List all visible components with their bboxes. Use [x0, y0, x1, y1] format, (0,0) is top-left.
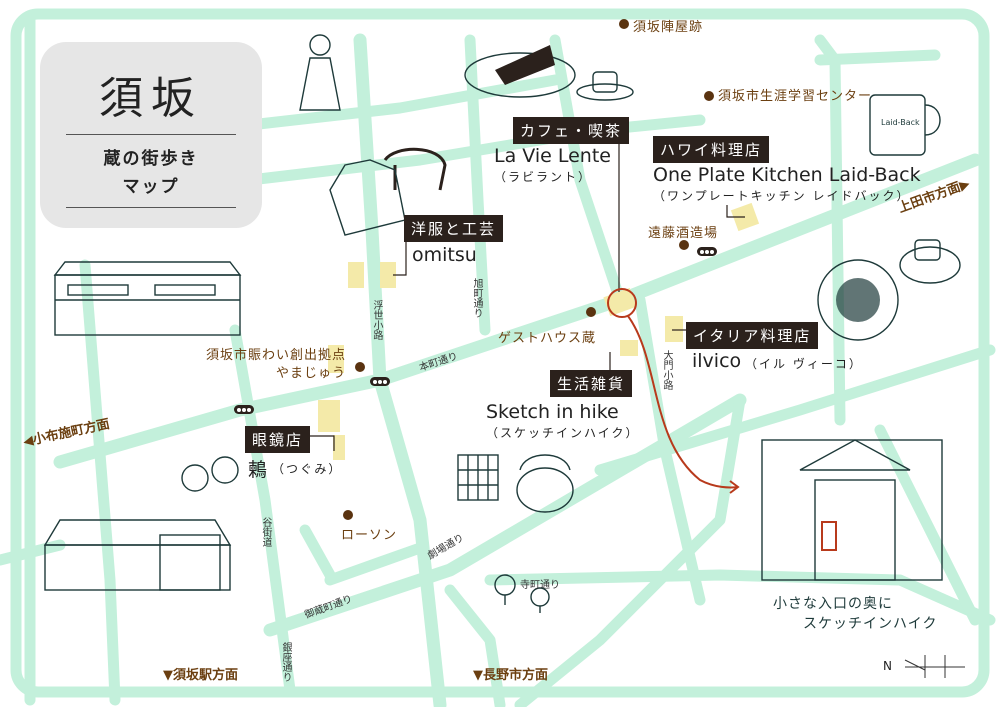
- shop-kana: （ワンプレートキッチン レイドバック）: [653, 189, 911, 203]
- subtitle-line-2: マップ: [122, 177, 180, 197]
- direction-suzaka-station: ▼須坂駅方面: [163, 668, 238, 683]
- shop-kana: （イル ヴィーコ）: [745, 357, 863, 371]
- shop-kana: （つぐみ）: [272, 462, 343, 476]
- compass-north-label: N: [883, 659, 892, 673]
- road-teramachi: [484, 569, 996, 626]
- road-north-centre: [549, 34, 626, 306]
- divider: [66, 134, 236, 135]
- cup-saucer-icon: [899, 246, 961, 284]
- coffee-cup-icon: [576, 83, 634, 101]
- kura-roof-2-icon: [43, 519, 232, 546]
- buildings: [318, 202, 760, 460]
- road-tani: [229, 324, 296, 696]
- kura-building-icon: [54, 274, 241, 336]
- direction-nagano: ▼長野市方面: [473, 668, 548, 683]
- compass-icon: [904, 655, 965, 678]
- caption-line-1: 小さな入口の奥に: [773, 596, 893, 612]
- road-left-vertical: [79, 259, 121, 706]
- teapot-icon: [516, 467, 574, 513]
- map-subtitle: 蔵の街歩き マップ: [40, 145, 262, 201]
- shop-category-cafe: カフェ・喫茶: [513, 117, 630, 144]
- place-endo-sake: 遠藤酒造場: [648, 226, 719, 241]
- mug-text: Laid-Back: [881, 118, 920, 127]
- street-asahi: 旭町通り: [471, 278, 482, 318]
- place-yamajuu-line-2: やまじゅう: [276, 366, 347, 381]
- street-ukiyo: 浮世小路: [371, 300, 382, 340]
- route-to-sketch-in-hike: [607, 288, 740, 494]
- place-yamajuu: 須坂市賑わい創出拠点 やまじゅう: [206, 347, 346, 383]
- place-guesthouse: ゲストハウス蔵: [498, 331, 597, 346]
- place-yamajuu-line-1: 須坂市賑わい創出拠点: [206, 348, 347, 363]
- bus-stop-icon: [697, 247, 717, 256]
- divider: [66, 207, 236, 208]
- shop-category-italian: イタリア料理店: [686, 322, 819, 349]
- road-lawson: [299, 524, 336, 581]
- road-se: [874, 424, 981, 626]
- road-sw: [0, 539, 66, 566]
- glasses-icon: [181, 464, 209, 492]
- shop-category-goods: 生活雑貨: [550, 370, 633, 397]
- girl-icon: [309, 34, 331, 56]
- shop-name-la-vie-lente[interactable]: La Vie Lente: [494, 145, 611, 167]
- map-title-card: 須坂 蔵の街歩き マップ: [40, 42, 262, 228]
- road-gekijo: [263, 393, 747, 637]
- place-marker: [343, 510, 353, 520]
- shop-category-hawaiian: ハワイ料理店: [653, 136, 770, 163]
- street-ginza: 銀座通り: [280, 642, 291, 682]
- street-tani: 谷街道: [260, 517, 271, 547]
- shop-name-laid-back[interactable]: One Plate Kitchen Laid-Back: [653, 164, 921, 186]
- street-daimon: 大門小路: [661, 350, 672, 390]
- place-marker: [679, 240, 689, 250]
- pasta-plate-icon: [817, 259, 899, 341]
- mug-icon: [869, 94, 926, 156]
- place-learning-center: 須坂市生涯学習センター: [718, 89, 873, 104]
- road-upper: [244, 74, 561, 131]
- place-marker: [619, 19, 629, 29]
- road-asahi: [464, 34, 491, 336]
- road-ne: [814, 49, 941, 66]
- shop-kana: （ラビラント）: [494, 170, 593, 184]
- map-title: 須坂: [99, 73, 203, 124]
- shop-name-tsugumi[interactable]: 鶫: [248, 459, 268, 481]
- place-jinya: 須坂陣屋跡: [633, 20, 704, 35]
- place-marker: [586, 307, 596, 317]
- shop-name-ilvico[interactable]: ilvico: [692, 350, 742, 372]
- subtitle-line-1: 蔵の街歩き: [103, 149, 199, 169]
- street-teramachi: 寺町通り: [520, 580, 560, 591]
- road-nagano: [444, 584, 506, 707]
- leader-lines: [305, 140, 745, 451]
- shop-name-sketch-in-hike[interactable]: Sketch in hike: [486, 401, 619, 423]
- bus-stop-icon: [234, 405, 254, 414]
- shop-kana: （スケッチインハイク）: [486, 426, 640, 440]
- dog-icon: [383, 147, 447, 191]
- place-marker: [704, 91, 714, 101]
- illustrations: [43, 34, 965, 678]
- shop-category-glasses: 眼鏡店: [245, 426, 311, 453]
- caption-line-2: スケッチインハイク: [803, 616, 938, 632]
- road-lawson-2: [324, 542, 426, 586]
- shop-name-omitsu[interactable]: omitsu: [412, 244, 477, 266]
- road-second: [244, 114, 706, 186]
- shop-category-clothes: 洋服と工芸: [404, 215, 504, 242]
- road-curve: [514, 394, 746, 707]
- place-marker: [355, 362, 365, 372]
- bus-stop-icon: [370, 377, 390, 386]
- cake-plate-icon: [464, 52, 576, 98]
- place-lawson: ローソン: [341, 528, 398, 543]
